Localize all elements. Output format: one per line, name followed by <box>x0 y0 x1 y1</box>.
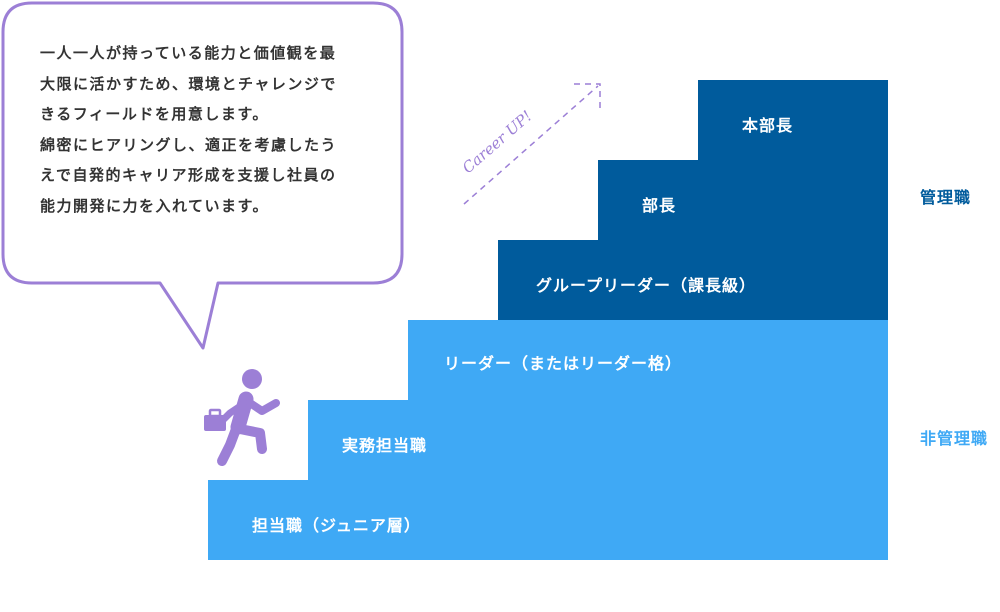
step-label-group-leader: グループリーダー（課長級） <box>536 276 757 295</box>
career-up-text: Career UP! <box>459 107 536 177</box>
category-non-management: 非管理職 <box>920 429 989 448</box>
speech-bubble <box>1 1 404 350</box>
bubble-line: 能力開発に力を入れています。 <box>40 196 270 215</box>
bubble-line: えで自発的キャリア形成を支援し社員の <box>40 166 337 184</box>
running-businessperson-icon <box>204 369 280 466</box>
dashed-arrow-icon: Career UP! <box>459 83 601 205</box>
bubble-line: きるフィールドを用意します。 <box>40 105 269 123</box>
step-leader <box>408 320 888 400</box>
step-label-department-head: 部長 <box>642 196 677 215</box>
step-department-head <box>598 160 888 240</box>
step-practitioner <box>308 400 888 480</box>
step-group-leader <box>498 240 888 320</box>
step-label-junior: 担当職（ジュニア層） <box>252 516 421 535</box>
step-label-division-head: 本部長 <box>742 116 794 135</box>
bubble-text: 一人一人が持っている能力と価値観を最 大限に活かすため、環境とチャレンジで きる… <box>40 38 385 221</box>
bubble-line: 一人一人が持っている能力と価値観を最 <box>40 44 337 62</box>
bubble-line: 綿密にヒアリングし、適正を考慮したう <box>40 135 338 154</box>
category-management: 管理職 <box>920 188 972 207</box>
step-label-practitioner: 実務担当職 <box>342 436 428 455</box>
step-label-leader: リーダー（またはリーダー格） <box>444 354 683 373</box>
step-division-head <box>698 80 888 160</box>
step-junior <box>208 480 888 560</box>
bubble-line: 大限に活かすため、環境とチャレンジで <box>40 74 337 93</box>
